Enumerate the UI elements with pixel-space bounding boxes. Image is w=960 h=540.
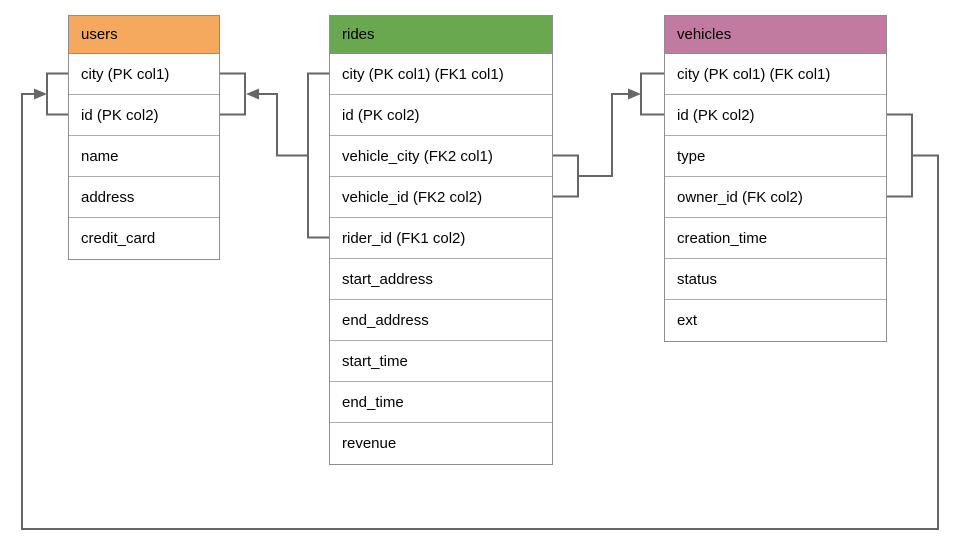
column-row-vehicles: city (PK col1) (FK col1) <box>665 54 886 95</box>
table-header-users: users <box>69 16 219 54</box>
column-row-vehicles: ext <box>665 300 886 341</box>
column-row-rides: rider_id (FK1 col2) <box>330 218 552 259</box>
column-row-rides: revenue <box>330 423 552 464</box>
column-row-rides: vehicle_id (FK2 col2) <box>330 177 552 218</box>
fk-vehicles-to-users-line <box>21 93 939 530</box>
column-row-rides: vehicle_city (FK2 col1) <box>330 136 552 177</box>
column-row-rides: end_time <box>330 382 552 423</box>
fk1-rides-to-users-arrowhead-icon <box>246 88 259 100</box>
column-row-rides: id (PK col2) <box>330 95 552 136</box>
column-row-users: name <box>69 136 219 177</box>
fk1-rides-to-users-line <box>250 93 308 157</box>
table-header-rides: rides <box>330 16 552 54</box>
column-row-users: credit_card <box>69 218 219 259</box>
fk-vehicles-to-users-arrowhead-icon <box>34 88 47 100</box>
column-row-vehicles: type <box>665 136 886 177</box>
column-row-users: id (PK col2) <box>69 95 219 136</box>
table-header-vehicles: vehicles <box>665 16 886 54</box>
column-row-users: city (PK col1) <box>69 54 219 95</box>
fk1-rides-to-users-line <box>220 72 246 116</box>
column-row-rides: start_address <box>330 259 552 300</box>
column-row-rides: start_time <box>330 341 552 382</box>
column-row-vehicles: status <box>665 259 886 300</box>
column-row-rides: end_address <box>330 300 552 341</box>
column-row-rides: city (PK col1) (FK1 col1) <box>330 54 552 95</box>
fk2-rides-to-vehicles-line <box>578 93 637 177</box>
column-row-vehicles: creation_time <box>665 218 886 259</box>
column-row-vehicles: id (PK col2) <box>665 95 886 136</box>
column-row-vehicles: owner_id (FK col2) <box>665 177 886 218</box>
fk2-rides-to-vehicles-arrowhead-icon <box>628 88 641 100</box>
column-row-users: address <box>69 177 219 218</box>
